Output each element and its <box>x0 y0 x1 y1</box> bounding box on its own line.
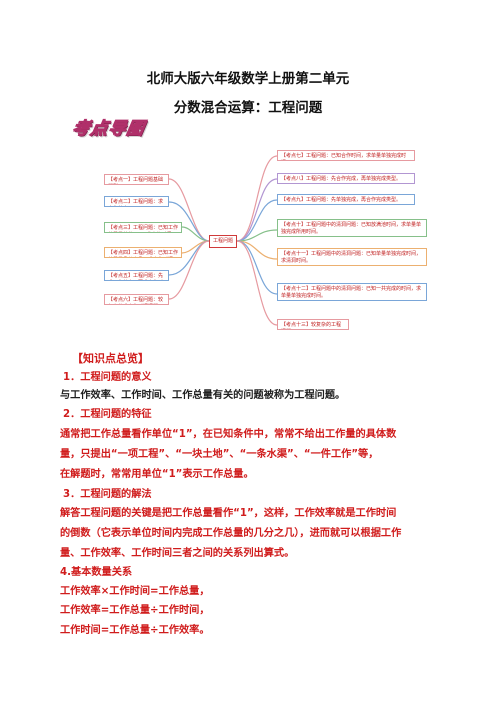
formula-time: 工作时间=工作总量÷工作效率。 <box>60 625 210 636</box>
formula-total: 工作效率×工作时间=工作总量， <box>60 586 210 597</box>
point-1-heading: 1．工程问题的意义 <box>63 372 152 383</box>
section-heading: 【知识点总览】 <box>72 352 149 365</box>
mindmap-center-node: 工程问题 <box>209 235 237 248</box>
mindmap-node-left-1: 【考点一】工程问题基础题型。 <box>104 174 169 185</box>
mind-map: 工程问题 【考点一】工程问题基础题型。 【考点二】工程问题：求合作效率。 【考点… <box>72 134 436 336</box>
mindmap-node-right-12: 【考点十二】工程问题中的清洞问题：已知一共完成的时间，求单量单独完成时间。 <box>277 283 427 301</box>
document-title: 北师大版六年级数学上册第二单元 <box>146 71 350 87</box>
point-2-text-line-3: 在解题时，常常用单位“1”表示工作总量。 <box>60 469 254 480</box>
mindmap-node-left-2: 【考点二】工程问题：求合作效率。 <box>104 196 169 207</box>
mindmap-node-left-3: 【考点三】工程问题：已知工作总量是单位“1”，求合作时间。 <box>104 222 182 233</box>
mindmap-node-right-13: 【考点十三】较复杂的工程问题 <box>277 319 349 330</box>
point-3-heading: 3．工程问题的解法 <box>63 489 152 500</box>
mindmap-node-right-9: 【考点九】工程问题：先单独完成，再合作完成类型。 <box>277 194 415 205</box>
point-3-text-line-1: 解答工程问题的关键是把工作总量看作“1”，这样，工作效率就是工作时间 <box>60 508 397 519</box>
document-subtitle: 分数混合运算：工程问题 <box>173 100 323 116</box>
mindmap-node-right-7: 【考点七】工程问题：已知合作时间，求单量单独完成时间。 <box>277 150 415 161</box>
point-2-text-line-2: 量，只提出“一项工程”、“一块土地”、“一条水渠”、“一件工作”等， <box>60 449 379 460</box>
mindmap-node-left-4: 【考点四】工程问题：已知工作总量是几分之几，求合作时间。 <box>104 247 182 258</box>
mind-map-connectors <box>168 155 278 326</box>
point-3-text-line-3: 量、工作效率、工作时间三者之间的关系列出算式。 <box>60 548 295 559</box>
mindmap-node-left-5: 【考点五】工程问题：先求工作效率，再求合作时间。 <box>104 270 169 281</box>
point-4-heading: 4.基本数量关系 <box>60 567 133 578</box>
point-1-text: 与工作效率、工作时间、工作总量有关的问题被称为工程问题。 <box>60 390 346 401</box>
mindmap-node-right-10: 【考点十】工程问题中的清洞问题：已知放满池时间，求单量单独完成所用时间。 <box>277 219 427 237</box>
point-2-text-line-1: 通常把工作总量看作单位“1”，在已知条件中，常常不给出工作量的具体数 <box>60 429 397 440</box>
mindmap-node-left-6: 【考点六】工程问题：较复杂的求合作时间问题。 <box>104 294 169 305</box>
point-3-text-line-2: 的倒数（它表示单位时间内完成工作总量的几分之几），进而就可以根据工作 <box>60 528 402 539</box>
point-2-heading: 2．工程问题的特征 <box>63 409 152 420</box>
formula-efficiency: 工作效率=工作总量÷工作时间， <box>60 605 210 616</box>
mindmap-node-right-11: 【考点十一】工程问题中的清洞问题：已知单量单独完成时间，求清洞时间。 <box>277 248 427 266</box>
mindmap-node-right-8: 【考点八】工程问题：先合作完成，再单独完成类型。 <box>277 173 415 184</box>
